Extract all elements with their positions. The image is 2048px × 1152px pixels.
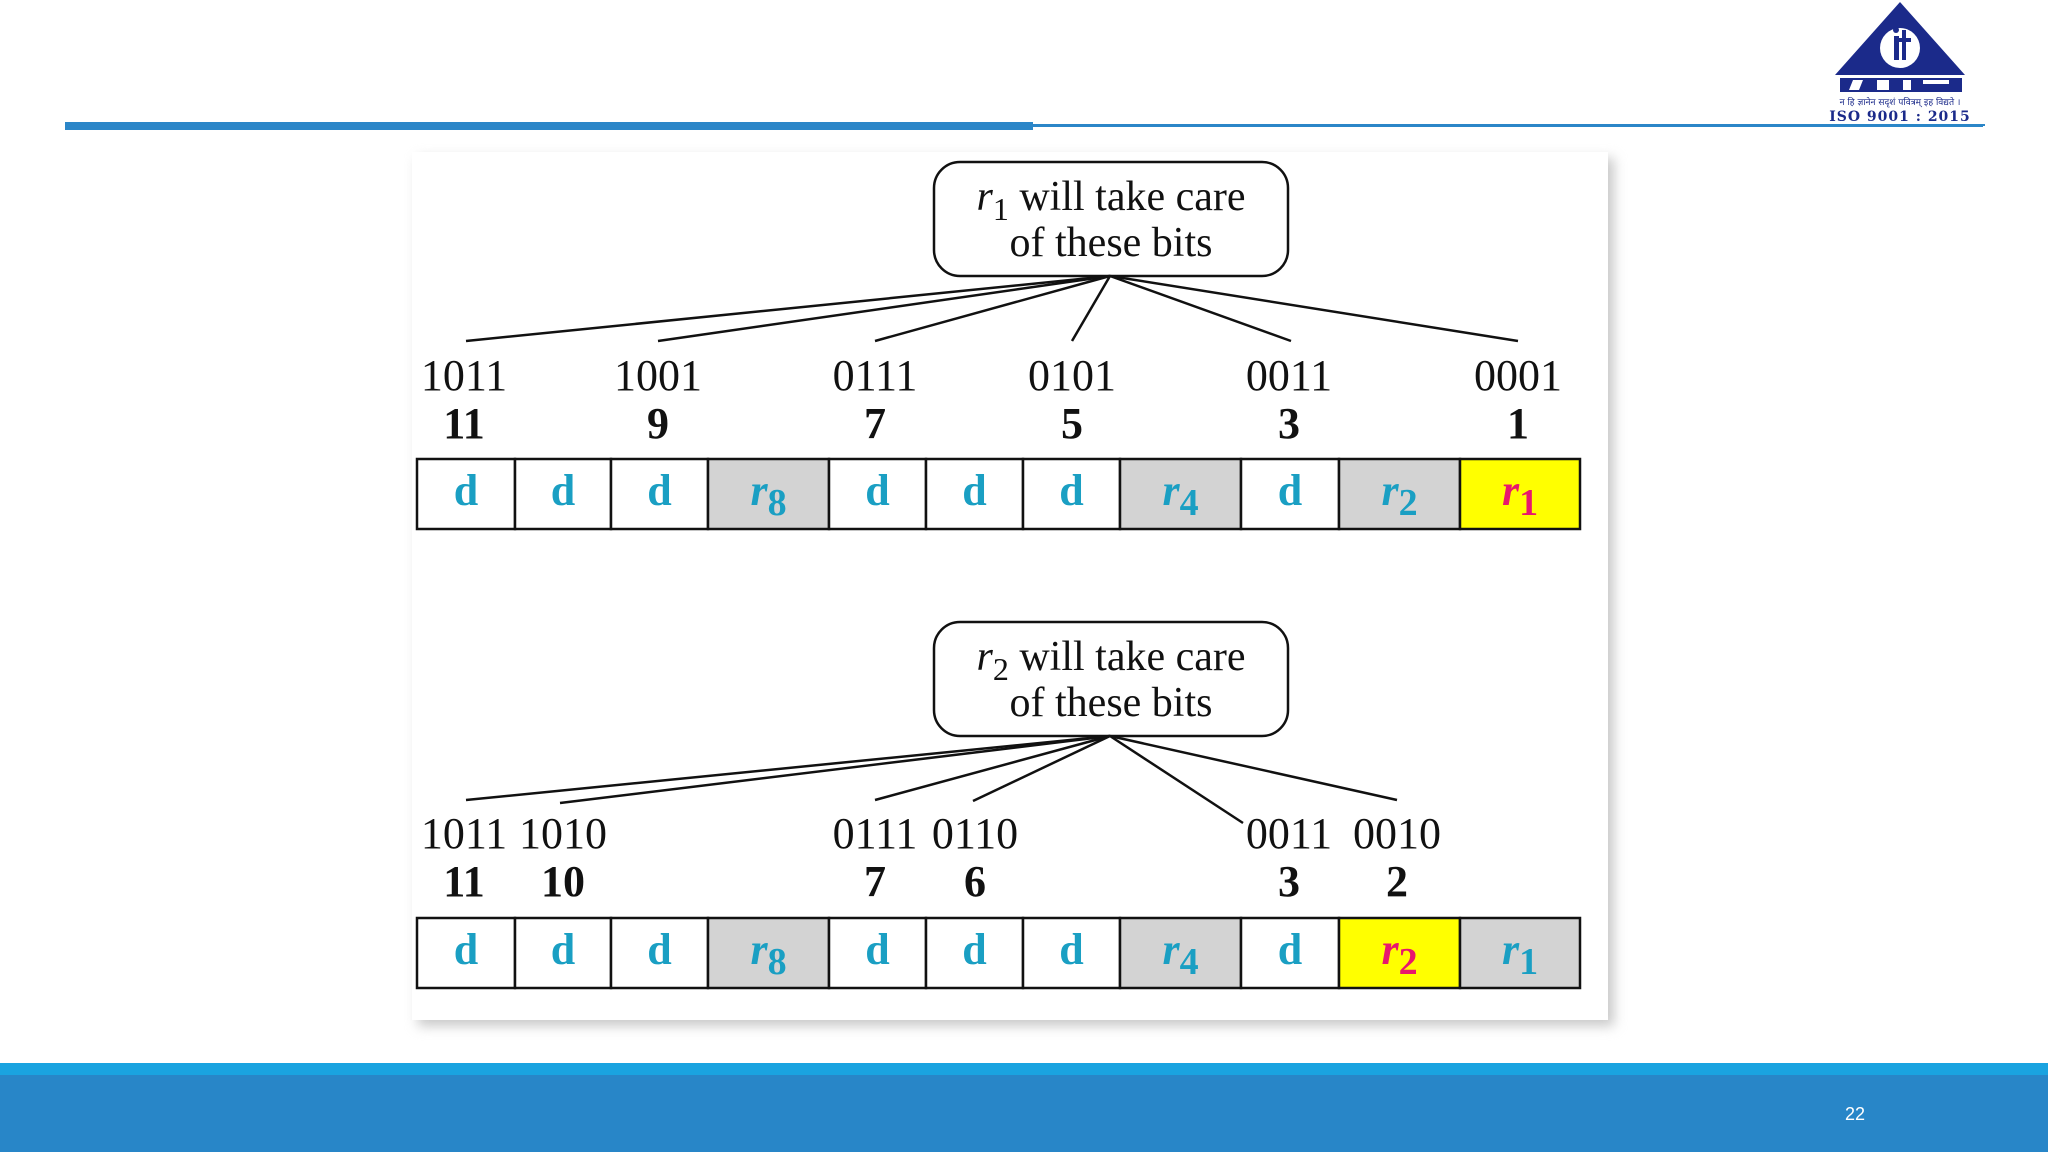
bit-position-label: 11 <box>443 857 485 906</box>
bit-position-label: 3 <box>1278 399 1300 448</box>
bit-binary-label: 1001 <box>614 351 702 400</box>
bit-binary-label: 0111 <box>833 351 918 400</box>
connector-line <box>559 734 1111 805</box>
bit-cell <box>924 916 1025 990</box>
data-cell-label: d <box>865 925 889 974</box>
bit-position-label: 5 <box>1061 399 1083 448</box>
bit-cell <box>513 457 613 531</box>
data-cell-label: d <box>1059 925 1083 974</box>
parity-cell-label: r2 <box>1381 925 1417 983</box>
bit-cell <box>1021 457 1122 531</box>
footer-stripe <box>0 1063 2048 1075</box>
bit-cell <box>1458 916 1582 990</box>
header-rule-thin <box>1033 124 1983 127</box>
connector-line <box>874 734 1111 802</box>
data-cell-label: d <box>551 466 575 515</box>
bit-binary-label: 0101 <box>1028 351 1116 400</box>
connector-line <box>465 734 1111 802</box>
parity-cell-label: r1 <box>1502 925 1538 983</box>
data-cell-label: d <box>1278 925 1302 974</box>
connector-line <box>1070 275 1112 342</box>
data-cell-label: d <box>454 466 478 515</box>
parity-cell-label: r4 <box>1162 925 1198 983</box>
connector-line <box>874 274 1111 343</box>
bit-binary-label: 0011 <box>1246 809 1332 858</box>
connector-line <box>465 274 1111 343</box>
callout-line-1: r1 will take care <box>976 174 1245 227</box>
bit-binary-label: 1011 <box>421 351 507 400</box>
bit-position-label: 3 <box>1278 857 1300 906</box>
data-cell-label: d <box>865 466 889 515</box>
bit-cell <box>415 916 517 990</box>
callout-line-2: of these bits <box>1010 220 1213 266</box>
parity-cell-label: r8 <box>750 466 786 524</box>
data-cell-label: d <box>1278 466 1302 515</box>
logo-tagline: न हि ज्ञानेन सदृशं पवित्रम् इह विद्यते । <box>1839 98 1961 108</box>
bit-cell <box>1118 457 1243 531</box>
bit-cell <box>706 916 831 990</box>
bit-binary-label: 0110 <box>932 809 1018 858</box>
data-cell-label: d <box>551 925 575 974</box>
callout-line-1: r2 will take care <box>976 634 1245 687</box>
bit-position-label: 11 <box>443 399 485 448</box>
connector-line <box>1109 734 1244 825</box>
data-cell-label: d <box>647 466 671 515</box>
bit-binary-label: 0011 <box>1246 351 1332 400</box>
bit-cell <box>827 916 928 990</box>
logo-iso-label: ISO 9001 : 2015 <box>1829 109 1971 125</box>
footer-bar <box>0 1075 2048 1152</box>
bit-binary-label: 1011 <box>421 809 507 858</box>
bit-position-label: 2 <box>1386 857 1408 906</box>
callout-line-2: of these bits <box>1010 680 1213 726</box>
data-cell-label: d <box>962 925 986 974</box>
bit-cell <box>1239 457 1341 531</box>
bit-position-label: 10 <box>541 857 585 906</box>
connector-line <box>972 734 1111 803</box>
bit-position-label: 1 <box>1507 399 1529 448</box>
hamming-diagram-frame <box>412 152 1608 1020</box>
bit-binary-label: 0111 <box>833 809 918 858</box>
bit-cell <box>513 916 613 990</box>
connector-line <box>657 274 1111 343</box>
page-number: 22 <box>1844 1104 1866 1124</box>
data-cell-label: d <box>454 925 478 974</box>
bit-binary-label: 0001 <box>1474 351 1562 400</box>
bit-binary-label: 0010 <box>1353 809 1441 858</box>
adit-logo-icon <box>1815 2 1985 126</box>
connector-line <box>1109 734 1398 802</box>
bit-position-label: 6 <box>964 857 986 906</box>
bit-cell <box>1458 457 1582 531</box>
parity-cell-label: r2 <box>1381 466 1417 524</box>
parity-cell-label: r8 <box>750 925 786 983</box>
bit-cell <box>1337 457 1462 531</box>
bit-cell <box>706 457 831 531</box>
bit-cell <box>1021 916 1122 990</box>
bit-position-label: 7 <box>864 857 886 906</box>
data-cell-label: d <box>1059 466 1083 515</box>
connector-line <box>1109 274 1519 343</box>
data-cell-label: d <box>962 466 986 515</box>
parity-cell-label: r4 <box>1162 466 1198 524</box>
data-cell-label: d <box>647 925 671 974</box>
parity-cell-label: r1 <box>1502 466 1538 524</box>
bit-cell <box>609 457 710 531</box>
bit-binary-label: 1010 <box>519 809 607 858</box>
header-rule-thick <box>65 122 1033 130</box>
bit-position-label: 9 <box>647 399 669 448</box>
bit-cell <box>827 457 928 531</box>
bit-position-label: 7 <box>864 399 886 448</box>
connector-line <box>1109 274 1292 343</box>
